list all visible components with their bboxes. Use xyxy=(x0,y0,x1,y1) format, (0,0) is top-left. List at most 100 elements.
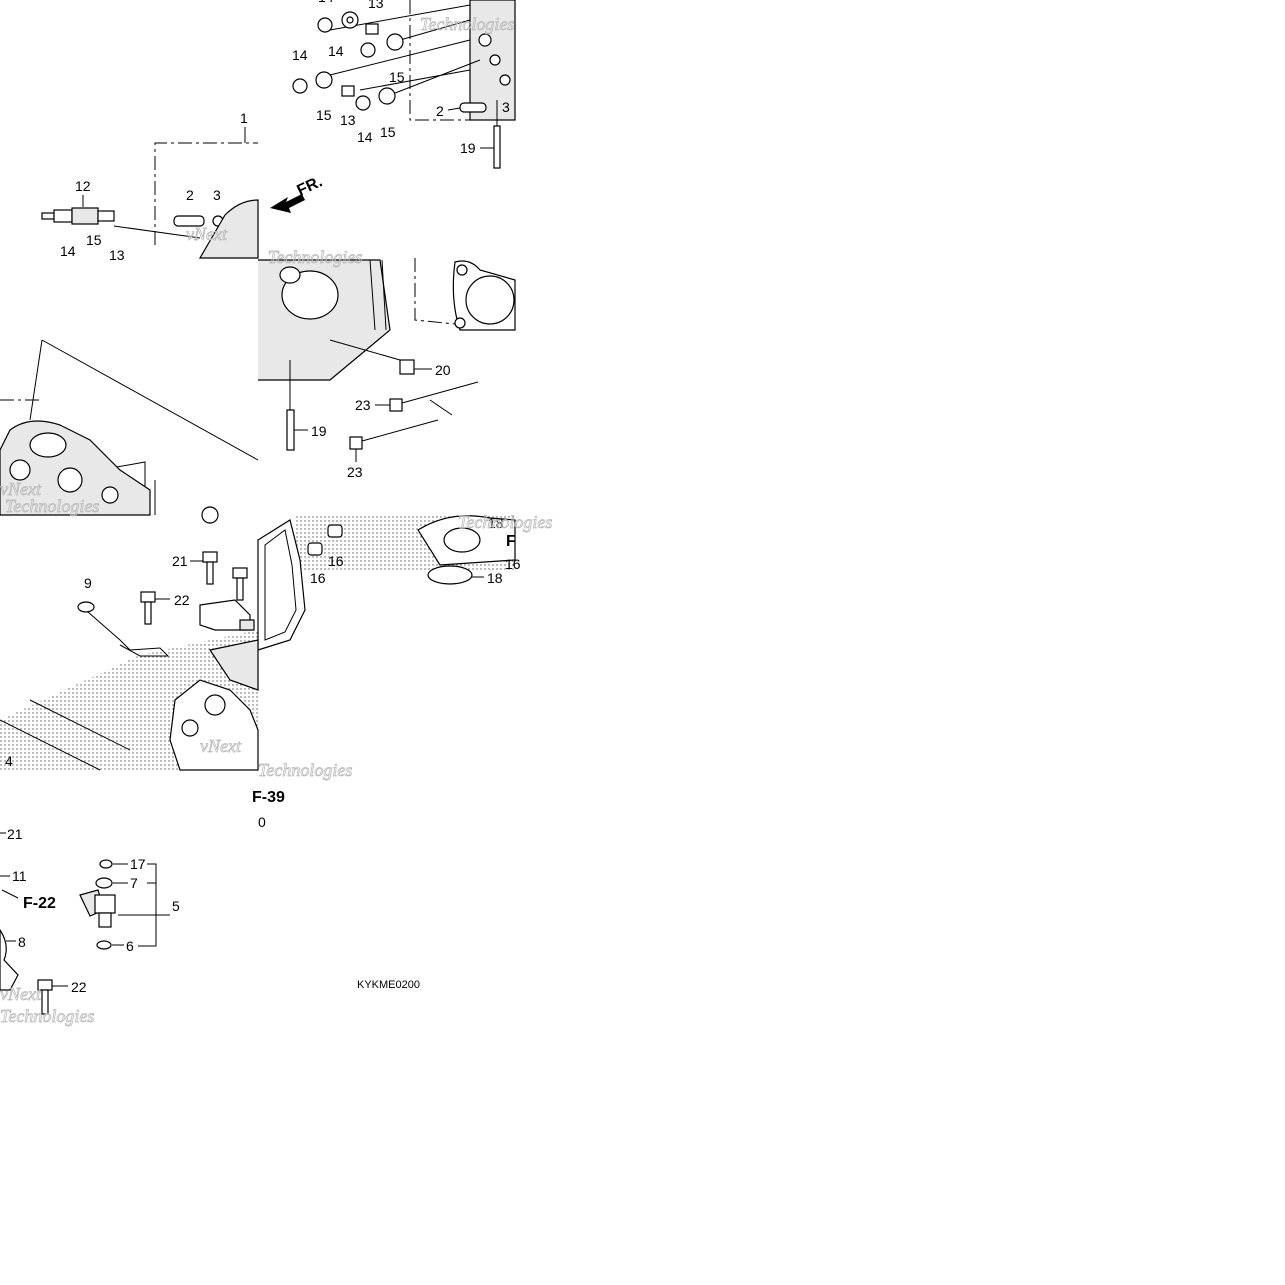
tile-lower-left: 21 22 9 4 vNext xyxy=(0,551,259,771)
svg-text:Technologies: Technologies xyxy=(420,14,514,34)
svg-text:22: 22 xyxy=(71,979,87,995)
wire-bracket xyxy=(78,604,170,657)
svg-text:14: 14 xyxy=(60,243,76,259)
dowel-pin xyxy=(173,215,205,227)
svg-text:16: 16 xyxy=(328,553,344,569)
svg-text:21: 21 xyxy=(172,553,188,569)
svg-text:8: 8 xyxy=(18,934,26,950)
svg-text:F-39: F-39 xyxy=(252,789,285,806)
o-ring xyxy=(427,565,473,585)
assembly-bracket xyxy=(154,142,258,245)
svg-text:vNext: vNext xyxy=(0,479,42,499)
nut xyxy=(317,17,333,33)
svg-text:Technologies: Technologies xyxy=(5,496,99,516)
o-ring xyxy=(499,74,511,86)
svg-text:vNext: vNext xyxy=(186,224,228,244)
tile-top-right: 14 13 14 14 15 15 13 14 15 2 3 19 Techno… xyxy=(292,0,516,169)
svg-text:13: 13 xyxy=(368,0,384,11)
throttle-body xyxy=(169,679,259,771)
tile-middle-left: vNext Technologies xyxy=(0,339,259,524)
svg-text:23: 23 xyxy=(355,397,371,413)
svg-text:15: 15 xyxy=(316,107,332,123)
svg-text:9: 9 xyxy=(84,575,92,591)
svg-text:11: 11 xyxy=(12,868,27,884)
o-ring xyxy=(95,877,113,889)
bolt-22 xyxy=(37,979,53,1015)
svg-text:Technologies: Technologies xyxy=(268,247,362,267)
svg-text:14: 14 xyxy=(328,43,344,59)
flange-bolt xyxy=(399,359,415,375)
svg-text:F: F xyxy=(506,533,516,550)
svg-text:15: 15 xyxy=(389,69,405,85)
svg-text:14: 14 xyxy=(292,47,308,63)
svg-text:7: 7 xyxy=(130,875,138,891)
washer xyxy=(315,71,333,89)
svg-text:12: 12 xyxy=(75,178,91,194)
seal-ring xyxy=(99,859,113,869)
front-direction-arrow: FR. xyxy=(270,173,325,213)
svg-text:16: 16 xyxy=(505,556,521,572)
tile-middle-right: 20 19 23 23 Technologies xyxy=(258,247,516,480)
nut xyxy=(355,95,371,111)
bolt xyxy=(341,85,355,97)
svg-text:KYKME0200: KYKME0200 xyxy=(357,979,420,991)
svg-text:2: 2 xyxy=(186,187,194,203)
svg-text:6: 6 xyxy=(126,938,134,954)
svg-text:15: 15 xyxy=(86,232,102,248)
assembly-bracket xyxy=(118,863,170,947)
svg-text:14: 14 xyxy=(318,0,334,5)
spark-plug xyxy=(41,207,115,225)
dowel xyxy=(307,542,323,556)
svg-text:3: 3 xyxy=(502,99,510,115)
intake-pipe xyxy=(0,928,19,991)
svg-text:Technologies: Technologies xyxy=(0,1006,94,1026)
svg-text:16: 16 xyxy=(310,570,326,586)
washer xyxy=(378,87,396,105)
stud-bolt xyxy=(493,125,501,169)
bolt-21 xyxy=(232,567,248,601)
long-bolt xyxy=(349,419,439,450)
washer xyxy=(386,33,404,51)
svg-text:4: 4 xyxy=(5,753,13,769)
bolt xyxy=(365,23,379,35)
bolt-22 xyxy=(140,591,156,625)
svg-text:Technologies: Technologies xyxy=(458,512,552,532)
svg-text:20: 20 xyxy=(435,362,451,378)
svg-text:17: 17 xyxy=(130,856,146,872)
nut xyxy=(292,78,308,94)
svg-text:23: 23 xyxy=(347,464,363,480)
svg-text:5: 5 xyxy=(172,898,180,914)
svg-text:19: 19 xyxy=(311,423,327,439)
svg-text:14: 14 xyxy=(357,129,373,145)
injector-body xyxy=(94,894,116,914)
tile-lower-right: 16 16 18 F 16 18 Technologies xyxy=(257,512,553,651)
svg-text:vNext: vNext xyxy=(0,984,42,1004)
svg-text:13: 13 xyxy=(109,247,125,263)
svg-text:15: 15 xyxy=(380,124,396,140)
stud-bolt xyxy=(286,409,295,451)
svg-text:vNext: vNext xyxy=(200,736,242,756)
svg-text:22: 22 xyxy=(174,592,190,608)
dowel xyxy=(327,524,343,538)
svg-text:Technologies: Technologies xyxy=(258,760,352,780)
tile-top-left: 1 12 2 3 15 14 13 vNext xyxy=(41,110,259,263)
dowel-pin xyxy=(459,102,487,113)
assembly-bracket xyxy=(409,0,515,121)
seal-ring xyxy=(96,940,112,950)
svg-text:F-22: F-22 xyxy=(23,895,56,912)
svg-text:21: 21 xyxy=(7,826,23,842)
svg-text:3: 3 xyxy=(213,187,221,203)
svg-text:19: 19 xyxy=(460,140,476,156)
nut xyxy=(360,42,376,58)
svg-text:0: 0 xyxy=(258,814,266,830)
svg-text:13: 13 xyxy=(340,112,356,128)
svg-text:18: 18 xyxy=(487,570,503,586)
fuel-injector-assembly xyxy=(79,859,116,950)
tile-bottom: Technologies F-39 0 21 11 F-22 8 22 vNex… xyxy=(0,760,420,1026)
long-bolt xyxy=(389,381,479,412)
svg-text:18: 18 xyxy=(488,515,504,531)
bolt-21 xyxy=(202,551,218,585)
svg-text:1: 1 xyxy=(240,110,248,126)
